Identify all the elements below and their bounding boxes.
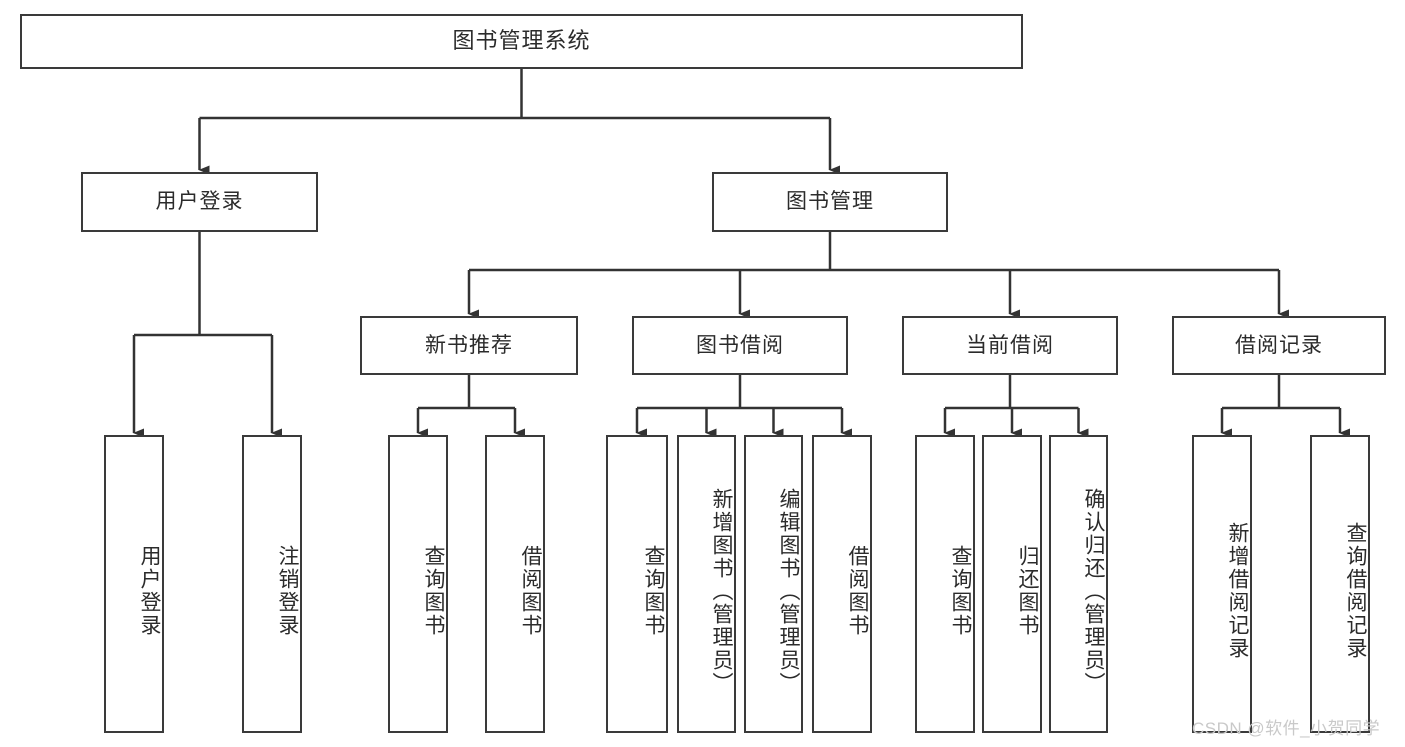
node-leaf-query-record[interactable]: 查询借阅记录 <box>1310 435 1370 733</box>
node-leaf-confirm-return[interactable]: 确认归还（管理员） <box>1049 435 1108 733</box>
node-leaf-borrow-book-1[interactable]: 借阅图书 <box>485 435 545 733</box>
watermark: CSDN @软件_小贺同学 <box>1192 719 1381 738</box>
node-new-book-rec[interactable]: 新书推荐 <box>360 316 578 375</box>
tree-connectors <box>132 69 1350 438</box>
node-leaf-query-book-1[interactable]: 查询图书 <box>388 435 448 733</box>
node-leaf-add-record[interactable]: 新增借阅记录 <box>1192 435 1252 733</box>
node-leaf-edit-book[interactable]: 编辑图书（管理员） <box>744 435 803 733</box>
node-borrow-record[interactable]: 借阅记录 <box>1172 316 1386 375</box>
node-root[interactable]: 图书管理系统 <box>20 14 1023 69</box>
node-user-login[interactable]: 用户登录 <box>81 172 318 232</box>
node-leaf-user-login[interactable]: 用户登录 <box>104 435 164 733</box>
node-book-borrow[interactable]: 图书借阅 <box>632 316 848 375</box>
node-leaf-return-book[interactable]: 归还图书 <box>982 435 1042 733</box>
node-leaf-add-book[interactable]: 新增图书（管理员） <box>677 435 736 733</box>
node-book-mgmt[interactable]: 图书管理 <box>712 172 948 232</box>
node-leaf-query-book-3[interactable]: 查询图书 <box>915 435 975 733</box>
node-leaf-borrow-book-2[interactable]: 借阅图书 <box>812 435 872 733</box>
node-current-borrow[interactable]: 当前借阅 <box>902 316 1118 375</box>
node-leaf-logout[interactable]: 注销登录 <box>242 435 302 733</box>
node-leaf-query-book-2[interactable]: 查询图书 <box>606 435 668 733</box>
